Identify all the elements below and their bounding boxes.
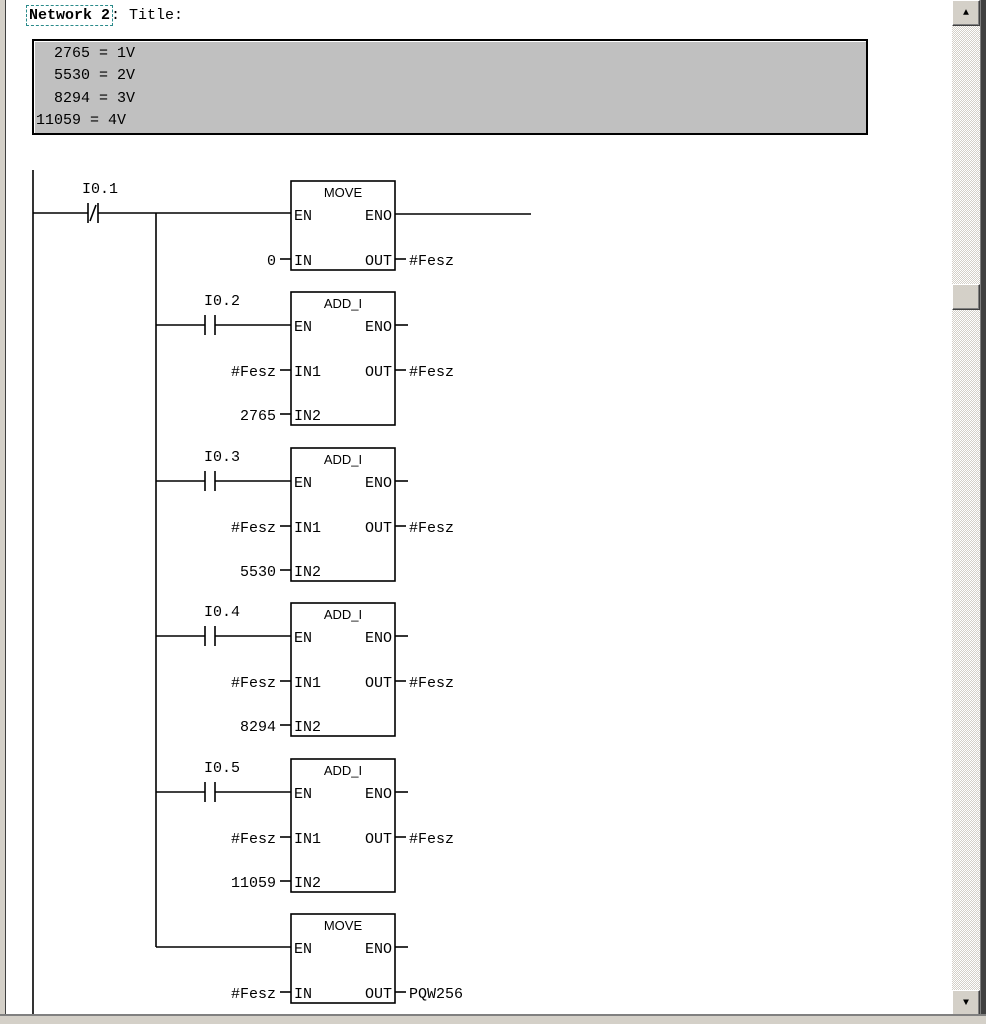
- pin-in2[interactable]: IN2: [294, 719, 321, 736]
- network-label[interactable]: Network 2: [25, 5, 114, 26]
- pin-in2[interactable]: IN2: [294, 564, 321, 581]
- pin-en[interactable]: EN: [294, 630, 312, 647]
- arrow-up-icon: ▲: [962, 7, 969, 19]
- input-operand[interactable]: 11059: [231, 875, 276, 892]
- function-block-move: [290, 913, 396, 1004]
- input-operand[interactable]: #Fesz: [231, 675, 276, 692]
- bottom-border: [0, 1014, 986, 1024]
- pin-in1[interactable]: IN1: [294, 831, 321, 848]
- pin-eno[interactable]: ENO: [365, 941, 392, 958]
- comment-line: 8294 = 3V: [36, 89, 136, 107]
- input-operand[interactable]: #Fesz: [231, 986, 276, 1003]
- scroll-up-button[interactable]: ▲: [952, 0, 980, 26]
- comment-line: 2765 = 1V: [36, 45, 136, 62]
- block-name[interactable]: ADD_I: [324, 296, 362, 311]
- block-name[interactable]: MOVE: [324, 918, 363, 933]
- pin-eno[interactable]: ENO: [365, 630, 392, 647]
- function-block-move: [290, 180, 396, 271]
- pin-out[interactable]: OUT: [365, 986, 392, 1003]
- pin-eno[interactable]: ENO: [365, 475, 392, 492]
- pin-out[interactable]: OUT: [365, 675, 392, 692]
- contact-address[interactable]: I0.2: [204, 293, 240, 310]
- nc-contact-icon-slash: [89, 204, 97, 222]
- pin-en[interactable]: EN: [294, 475, 312, 492]
- ladder-canvas[interactable]: Network 2: Title: 2765 = 1V 5530 = 2V 82…: [6, 0, 952, 1014]
- input-operand[interactable]: #Fesz: [231, 364, 276, 381]
- input-operand[interactable]: 8294: [240, 719, 276, 736]
- output-operand[interactable]: #Fesz: [409, 364, 454, 381]
- contact-address[interactable]: I0.4: [204, 604, 240, 621]
- block-name[interactable]: MOVE: [324, 185, 363, 200]
- pin-in1[interactable]: IN1: [294, 364, 321, 381]
- pin-in1[interactable]: IN1: [294, 520, 321, 537]
- function-block-add-i: [290, 602, 396, 737]
- pin-out[interactable]: OUT: [365, 831, 392, 848]
- vertical-scrollbar[interactable]: ▲ ▼: [952, 0, 980, 1016]
- block-name[interactable]: ADD_I: [324, 607, 362, 622]
- comment-line: 5530 = 2V: [36, 67, 136, 85]
- function-block-add-i: [290, 758, 396, 893]
- pin-in[interactable]: IN: [294, 253, 312, 270]
- pin-in2[interactable]: IN2: [294, 408, 321, 425]
- output-operand[interactable]: #Fesz: [409, 520, 454, 537]
- right-border: [980, 0, 986, 1024]
- contact-address[interactable]: I0.1: [82, 181, 118, 198]
- output-operand[interactable]: #Fesz: [409, 831, 454, 848]
- pin-in1[interactable]: IN1: [294, 675, 321, 692]
- network-comment[interactable]: 2765 = 1V 5530 = 2V 8294 = 3V 11059 = 4V: [32, 39, 868, 135]
- function-block-add-i: [290, 447, 396, 582]
- block-name[interactable]: ADD_I: [324, 452, 362, 467]
- contact-address[interactable]: I0.5: [204, 760, 240, 777]
- comment-line: 11059 = 4V: [36, 111, 127, 129]
- pin-out[interactable]: OUT: [365, 253, 392, 270]
- pin-eno[interactable]: ENO: [365, 208, 392, 225]
- input-operand[interactable]: 0: [267, 253, 276, 270]
- scroll-thumb[interactable]: [952, 284, 980, 310]
- scroll-down-button[interactable]: ▼: [952, 990, 980, 1016]
- input-operand[interactable]: #Fesz: [231, 831, 276, 848]
- network-title[interactable]: Network 2: Title:: [25, 5, 184, 26]
- input-operand[interactable]: 5530: [240, 564, 276, 581]
- pin-en[interactable]: EN: [294, 786, 312, 803]
- output-operand[interactable]: #Fesz: [409, 253, 454, 270]
- pin-en[interactable]: EN: [294, 208, 312, 225]
- network-title-suffix[interactable]: : Title:: [111, 7, 184, 24]
- input-operand[interactable]: #Fesz: [231, 520, 276, 537]
- contact-address[interactable]: I0.3: [204, 449, 240, 466]
- pin-out[interactable]: OUT: [365, 364, 392, 381]
- output-operand[interactable]: PQW256: [409, 986, 463, 1003]
- pin-en[interactable]: EN: [294, 319, 312, 336]
- left-border: [0, 0, 6, 1016]
- arrow-down-icon: ▼: [962, 997, 969, 1009]
- output-operand[interactable]: #Fesz: [409, 675, 454, 692]
- pin-eno[interactable]: ENO: [365, 319, 392, 336]
- pin-out[interactable]: OUT: [365, 520, 392, 537]
- pin-in[interactable]: IN: [294, 986, 312, 1003]
- pin-in2[interactable]: IN2: [294, 875, 321, 892]
- block-name[interactable]: ADD_I: [324, 763, 362, 778]
- input-operand[interactable]: 2765: [240, 408, 276, 425]
- pin-eno[interactable]: ENO: [365, 786, 392, 803]
- pin-en[interactable]: EN: [294, 941, 312, 958]
- function-block-add-i: [290, 291, 396, 426]
